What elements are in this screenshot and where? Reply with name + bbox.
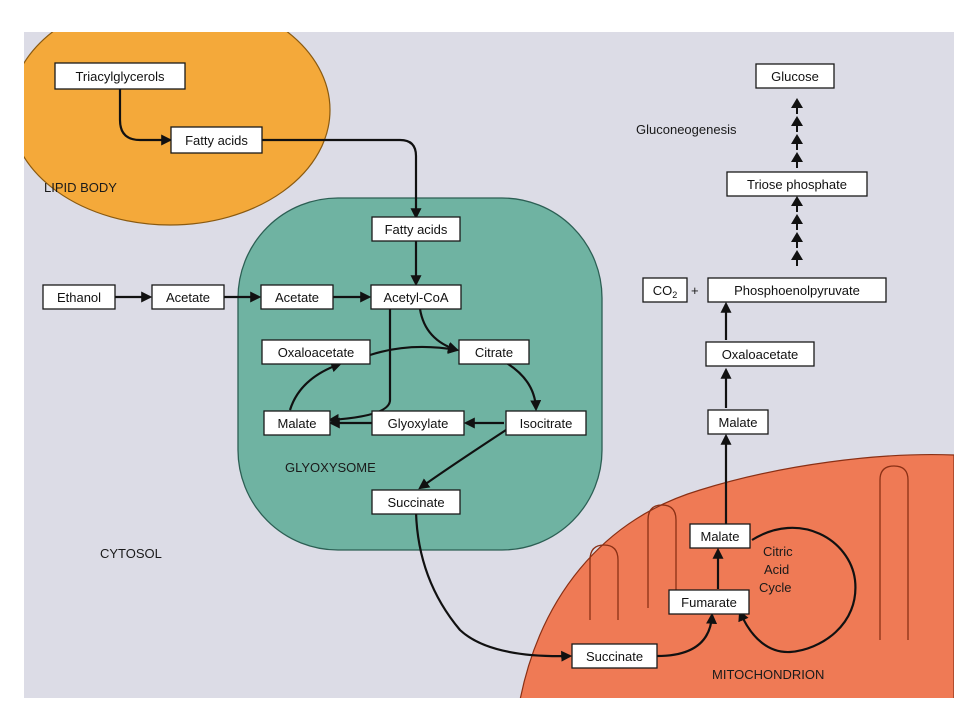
node-triose-phosphate: Triose phosphate (726, 171, 868, 197)
lipid-body-label: LIPID BODY (44, 180, 117, 195)
svg-text:Fatty acids: Fatty acids (385, 222, 448, 237)
node-fatty-acids-lipid: Fatty acids (170, 126, 263, 154)
node-succinate-cytosol: Succinate (571, 643, 658, 669)
node-glucose: Glucose (755, 63, 835, 89)
svg-text:Malate: Malate (718, 415, 757, 430)
svg-text:Acetate: Acetate (275, 290, 319, 305)
svg-text:Succinate: Succinate (387, 495, 444, 510)
svg-text:Citrate: Citrate (475, 345, 513, 360)
svg-text:Oxaloacetate: Oxaloacetate (722, 347, 799, 362)
node-malate-glyoxysome: Malate (263, 410, 331, 436)
node-succinate-glyoxysome: Succinate (371, 489, 461, 515)
citric-acid-cycle-label-1: Citric (763, 544, 793, 559)
node-acetate-glyoxysome: Acetate (260, 284, 334, 310)
co2-text: CO (653, 283, 673, 298)
svg-text:Malate: Malate (277, 416, 316, 431)
node-oxaloacetate-glyoxysome: Oxaloacetate (261, 339, 371, 365)
svg-text:Isocitrate: Isocitrate (520, 416, 573, 431)
node-phosphoenolpyruvate: Phosphoenolpyruvate (707, 277, 887, 303)
node-citrate: Citrate (458, 339, 530, 365)
mitochondrion-cristae (589, 465, 909, 640)
pathway-arrows (115, 89, 857, 662)
citric-acid-cycle-label-2: Acid (764, 562, 789, 577)
node-acetate-cytosol: Acetate (151, 284, 225, 310)
gluconeogenesis-arrows (791, 98, 803, 266)
node-ethanol: Ethanol (42, 284, 116, 310)
co2-subscript: 2 (672, 290, 677, 300)
svg-text:Triacylglycerols: Triacylglycerols (75, 69, 165, 84)
node-oxaloacetate-cytosol: Oxaloacetate (705, 341, 815, 367)
svg-text:Fumarate: Fumarate (681, 595, 737, 610)
plus-sign: + (691, 283, 699, 298)
svg-text:Glyoxylate: Glyoxylate (388, 416, 449, 431)
svg-text:CO2: CO2 (653, 283, 678, 300)
svg-text:Succinate: Succinate (586, 649, 643, 664)
node-triacylglycerols: Triacylglycerols (54, 62, 186, 90)
svg-text:Phosphoenolpyruvate: Phosphoenolpyruvate (734, 283, 860, 298)
svg-text:Malate: Malate (700, 529, 739, 544)
mitochondrion-region (519, 453, 954, 698)
svg-text:Acetyl-CoA: Acetyl-CoA (383, 290, 448, 305)
node-fatty-acids-glyoxysome: Fatty acids (371, 216, 461, 242)
node-malate-cytosol: Malate (707, 409, 769, 435)
citric-acid-cycle-label-3: Cycle (759, 580, 792, 595)
svg-text:Glucose: Glucose (771, 69, 819, 84)
svg-text:Ethanol: Ethanol (57, 290, 101, 305)
svg-text:Oxaloacetate: Oxaloacetate (278, 345, 355, 360)
node-co2: CO2 (642, 277, 688, 303)
cytosol-label: CYTOSOL (100, 546, 162, 561)
node-glyoxylate: Glyoxylate (371, 410, 465, 436)
svg-text:Fatty acids: Fatty acids (185, 133, 248, 148)
glyoxysome-label: GLYOXYSOME (285, 460, 376, 475)
svg-text:Triose phosphate: Triose phosphate (747, 177, 847, 192)
node-isocitrate: Isocitrate (505, 410, 587, 436)
gluconeogenesis-label: Gluconeogenesis (636, 122, 737, 137)
node-fumarate: Fumarate (668, 589, 750, 615)
node-malate-mitochondrion: Malate (689, 523, 751, 549)
node-acetyl-coa: Acetyl-CoA (370, 284, 462, 310)
mitochondrion-label: MITOCHONDRION (712, 667, 824, 682)
svg-text:Acetate: Acetate (166, 290, 210, 305)
